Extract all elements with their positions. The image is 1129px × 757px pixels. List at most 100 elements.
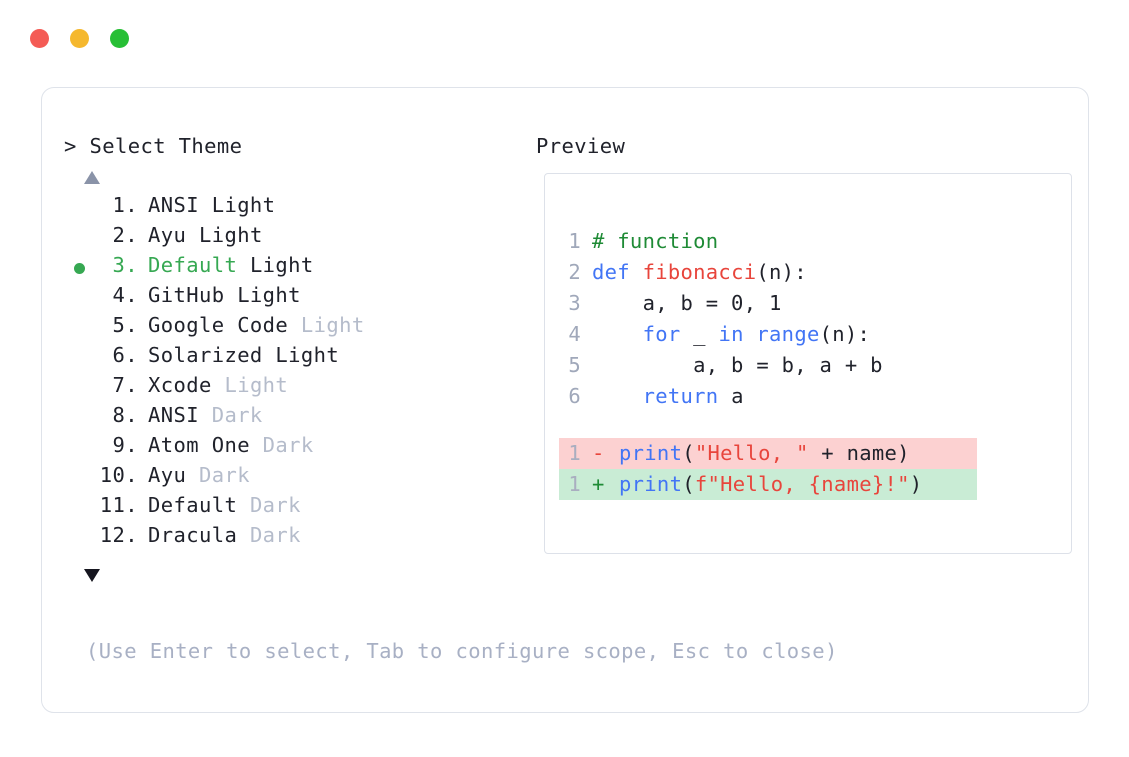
theme-list-item[interactable]: 5. Google Code Light [64, 313, 534, 343]
minimize-button[interactable] [70, 29, 89, 48]
code-line-number: 1 [568, 229, 581, 253]
code-line-source: for _ in range(n): [592, 319, 870, 350]
theme-item-name: ANSI [148, 193, 199, 217]
theme-item-variant: Dark [186, 463, 250, 487]
maximize-button[interactable] [110, 29, 129, 48]
theme-item-number: 5. [112, 313, 138, 337]
theme-item-variant: Light [186, 223, 263, 247]
code-line-number: 2 [568, 260, 581, 284]
code-line-source: # function [592, 226, 718, 257]
keyboard-hint: (Use Enter to select, Tab to configure s… [86, 639, 838, 663]
code-token: ) [909, 472, 923, 496]
theme-list-item[interactable]: 1. ANSI Light [64, 193, 534, 223]
code-line-source: def fibonacci(n): [592, 257, 807, 288]
theme-item-variant: Dark [237, 523, 301, 547]
code-line-number: 5 [568, 353, 581, 377]
theme-item-number: 4. [112, 283, 138, 307]
theme-item-variant: Light [198, 193, 276, 217]
theme-list-item[interactable]: 11.Default Dark [64, 493, 534, 523]
code-diff-spacer [559, 412, 977, 438]
theme-list-item[interactable]: 6.Solarized Light [64, 343, 534, 373]
code-token: def [592, 260, 643, 284]
code-line-number: 4 [568, 322, 581, 346]
close-button[interactable] [30, 29, 49, 48]
code-token [592, 322, 643, 346]
theme-list-item[interactable]: 9.Atom One Dark [64, 433, 534, 463]
code-token: _ [693, 322, 719, 346]
theme-item-name: Ayu [148, 223, 187, 247]
theme-item-name: ANSI [148, 403, 199, 427]
code-token: for [642, 322, 694, 346]
theme-item-variant: Dark [198, 403, 263, 427]
code-line-source: print("Hello, " + name) [619, 438, 910, 469]
theme-item-name: Google Code [148, 313, 289, 337]
code-diff-marker: + [592, 472, 605, 496]
prompt-title: > Select Theme [64, 134, 243, 158]
code-line: 5 a, b = b, a + b [559, 350, 977, 381]
code-token: + name) [808, 441, 910, 465]
theme-item-number: 3. [112, 253, 138, 277]
code-line: 3 a, b = 0, 1 [559, 288, 977, 319]
theme-item-number: 1. [112, 193, 138, 217]
selection-bullet-slot [64, 262, 94, 274]
theme-item-variant: Light [288, 313, 365, 337]
theme-item-variant: Dark [237, 493, 301, 517]
code-token: fibonacci [642, 260, 757, 284]
theme-item-variant: Light [211, 373, 289, 397]
theme-list-item[interactable]: 2.Ayu Light [64, 223, 534, 253]
code-token: (n): [819, 322, 871, 346]
theme-item-number: 6. [112, 343, 138, 367]
theme-list-item[interactable]: 12. Dracula Dark [64, 523, 534, 553]
code-token: f"Hello, {name}!" [694, 472, 910, 496]
code-diff-line-add: 1+print(f"Hello, {name}!") [559, 469, 977, 500]
code-token: a, b = b, a + b [592, 353, 883, 377]
code-token: in [718, 322, 757, 346]
theme-item-variant: Light [262, 343, 340, 367]
theme-item-number: 7. [112, 373, 138, 397]
theme-item-variant: Dark [249, 433, 314, 457]
code-token: (n): [756, 260, 807, 284]
theme-item-name: Default [148, 253, 238, 277]
theme-item-number: 12. [99, 523, 138, 547]
code-token: # function [592, 229, 719, 253]
code-token [592, 384, 643, 408]
code-token: return [642, 384, 732, 408]
code-line: 2 def fibonacci(n): [559, 257, 977, 288]
theme-item-number: 10. [99, 463, 138, 487]
theme-item-variant: Light [237, 253, 314, 277]
code-diff-marker: - [592, 441, 605, 465]
theme-list-item[interactable]: 8. ANSI Dark [64, 403, 534, 433]
selection-bullet-icon [73, 262, 85, 274]
code-line-number: 1 [568, 441, 581, 465]
theme-item-name: Atom One [148, 433, 250, 457]
code-line: 6 return a [559, 381, 977, 412]
theme-list-item[interactable]: 4.GitHub Light [64, 283, 534, 313]
code-token: range [756, 322, 820, 346]
code-token: ( [682, 441, 695, 465]
theme-list-item[interactable]: 3. Default Light [64, 253, 534, 283]
code-line-source: a, b = b, a + b [592, 350, 883, 381]
code-token: print [619, 441, 683, 465]
code-token: a, b = 0, 1 [592, 291, 782, 315]
preview-title: Preview [536, 134, 626, 158]
theme-list-item[interactable]: 10. Ayu Dark [64, 463, 534, 493]
code-line: 4 for _ in range(n): [559, 319, 977, 350]
theme-list-item[interactable]: 7.Xcode Light [64, 373, 534, 403]
code-diff-line-del: 1-print("Hello, " + name) [559, 438, 977, 469]
theme-item-number: 8. [112, 403, 138, 427]
theme-item-name: Ayu [148, 463, 187, 487]
theme-item-name: Default [148, 493, 238, 517]
code-line-source: a, b = 0, 1 [592, 288, 782, 319]
code-token: "Hello, " [694, 441, 809, 465]
theme-item-name: Dracula [148, 523, 238, 547]
triangle-up-icon[interactable] [84, 171, 100, 184]
theme-item-variant: Light [224, 283, 301, 307]
triangle-down-icon[interactable] [84, 569, 100, 582]
code-line-number: 3 [568, 291, 581, 315]
window-controls [30, 29, 129, 48]
